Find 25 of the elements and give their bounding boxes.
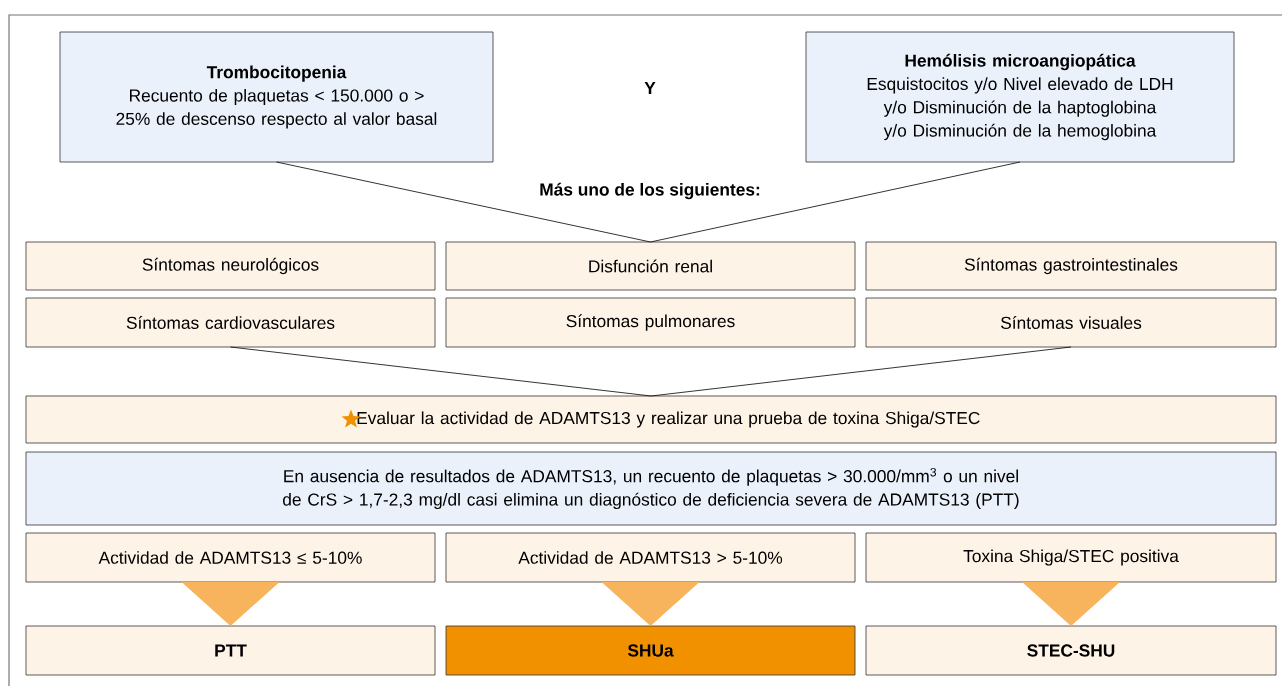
funnel-line <box>650 346 1072 397</box>
chevron-arrow <box>601 582 700 626</box>
note-box: En ausencia de resultados de ADAMTS13, un recuento de plaquetas > 30.000/mm$^{3}$ o un nivel de CrS > 1,7-2,3 mg/dl casi elimina un diagnóstico de deficiencia severa de ADAMTS13 (PTT) <box>25 451 1277 526</box>
condition-box: Toxina Shiga/STEC positiva <box>865 532 1277 583</box>
symptom-box: Disfunción renal <box>445 241 856 291</box>
symptom-box: Síntomas visuales <box>865 297 1277 348</box>
chevron-arrow <box>181 582 280 626</box>
action-box: Evaluar la actividad de ADAMTS13 y realizar una prueba de toxina Shiga/STEC <box>25 395 1277 444</box>
criteria-box: Trombocitopenia Recuento de plaquetas < 150.000 o > 25% de descenso respecto al valor basal <box>59 31 494 163</box>
symptom-box: Síntomas cardiovasculares <box>25 297 436 348</box>
symptom-box: Síntomas gastrointestinales <box>865 241 1277 291</box>
condition-box: Actividad de ADAMTS13 > 5-10% <box>445 532 856 583</box>
funnel-line <box>650 161 1021 243</box>
funnel-line <box>230 346 652 397</box>
diagnosis-box: PTT <box>25 625 436 676</box>
symptom-box: Síntomas pulmonares <box>445 297 856 348</box>
funnel-line <box>276 161 651 243</box>
symptom-box: Síntomas neurológicos <box>25 241 436 291</box>
criteria-box: Hemólisis microangiopática Esquistocitos y/o Nivel elevado de LDH y/o Disminución de la haptoglobina y/o Disminución de la hemoglobina <box>805 31 1235 163</box>
diagnosis-box: SHUa <box>445 625 856 676</box>
conjunction-label: Y <box>644 82 656 94</box>
diagnosis-box: STEC-SHU <box>865 625 1277 676</box>
instruction-label: Más uno de los siguientes: <box>540 182 760 200</box>
condition-box: Actividad de ADAMTS13 ≤ 5-10% <box>25 532 436 583</box>
chevron-arrow <box>1022 582 1120 626</box>
